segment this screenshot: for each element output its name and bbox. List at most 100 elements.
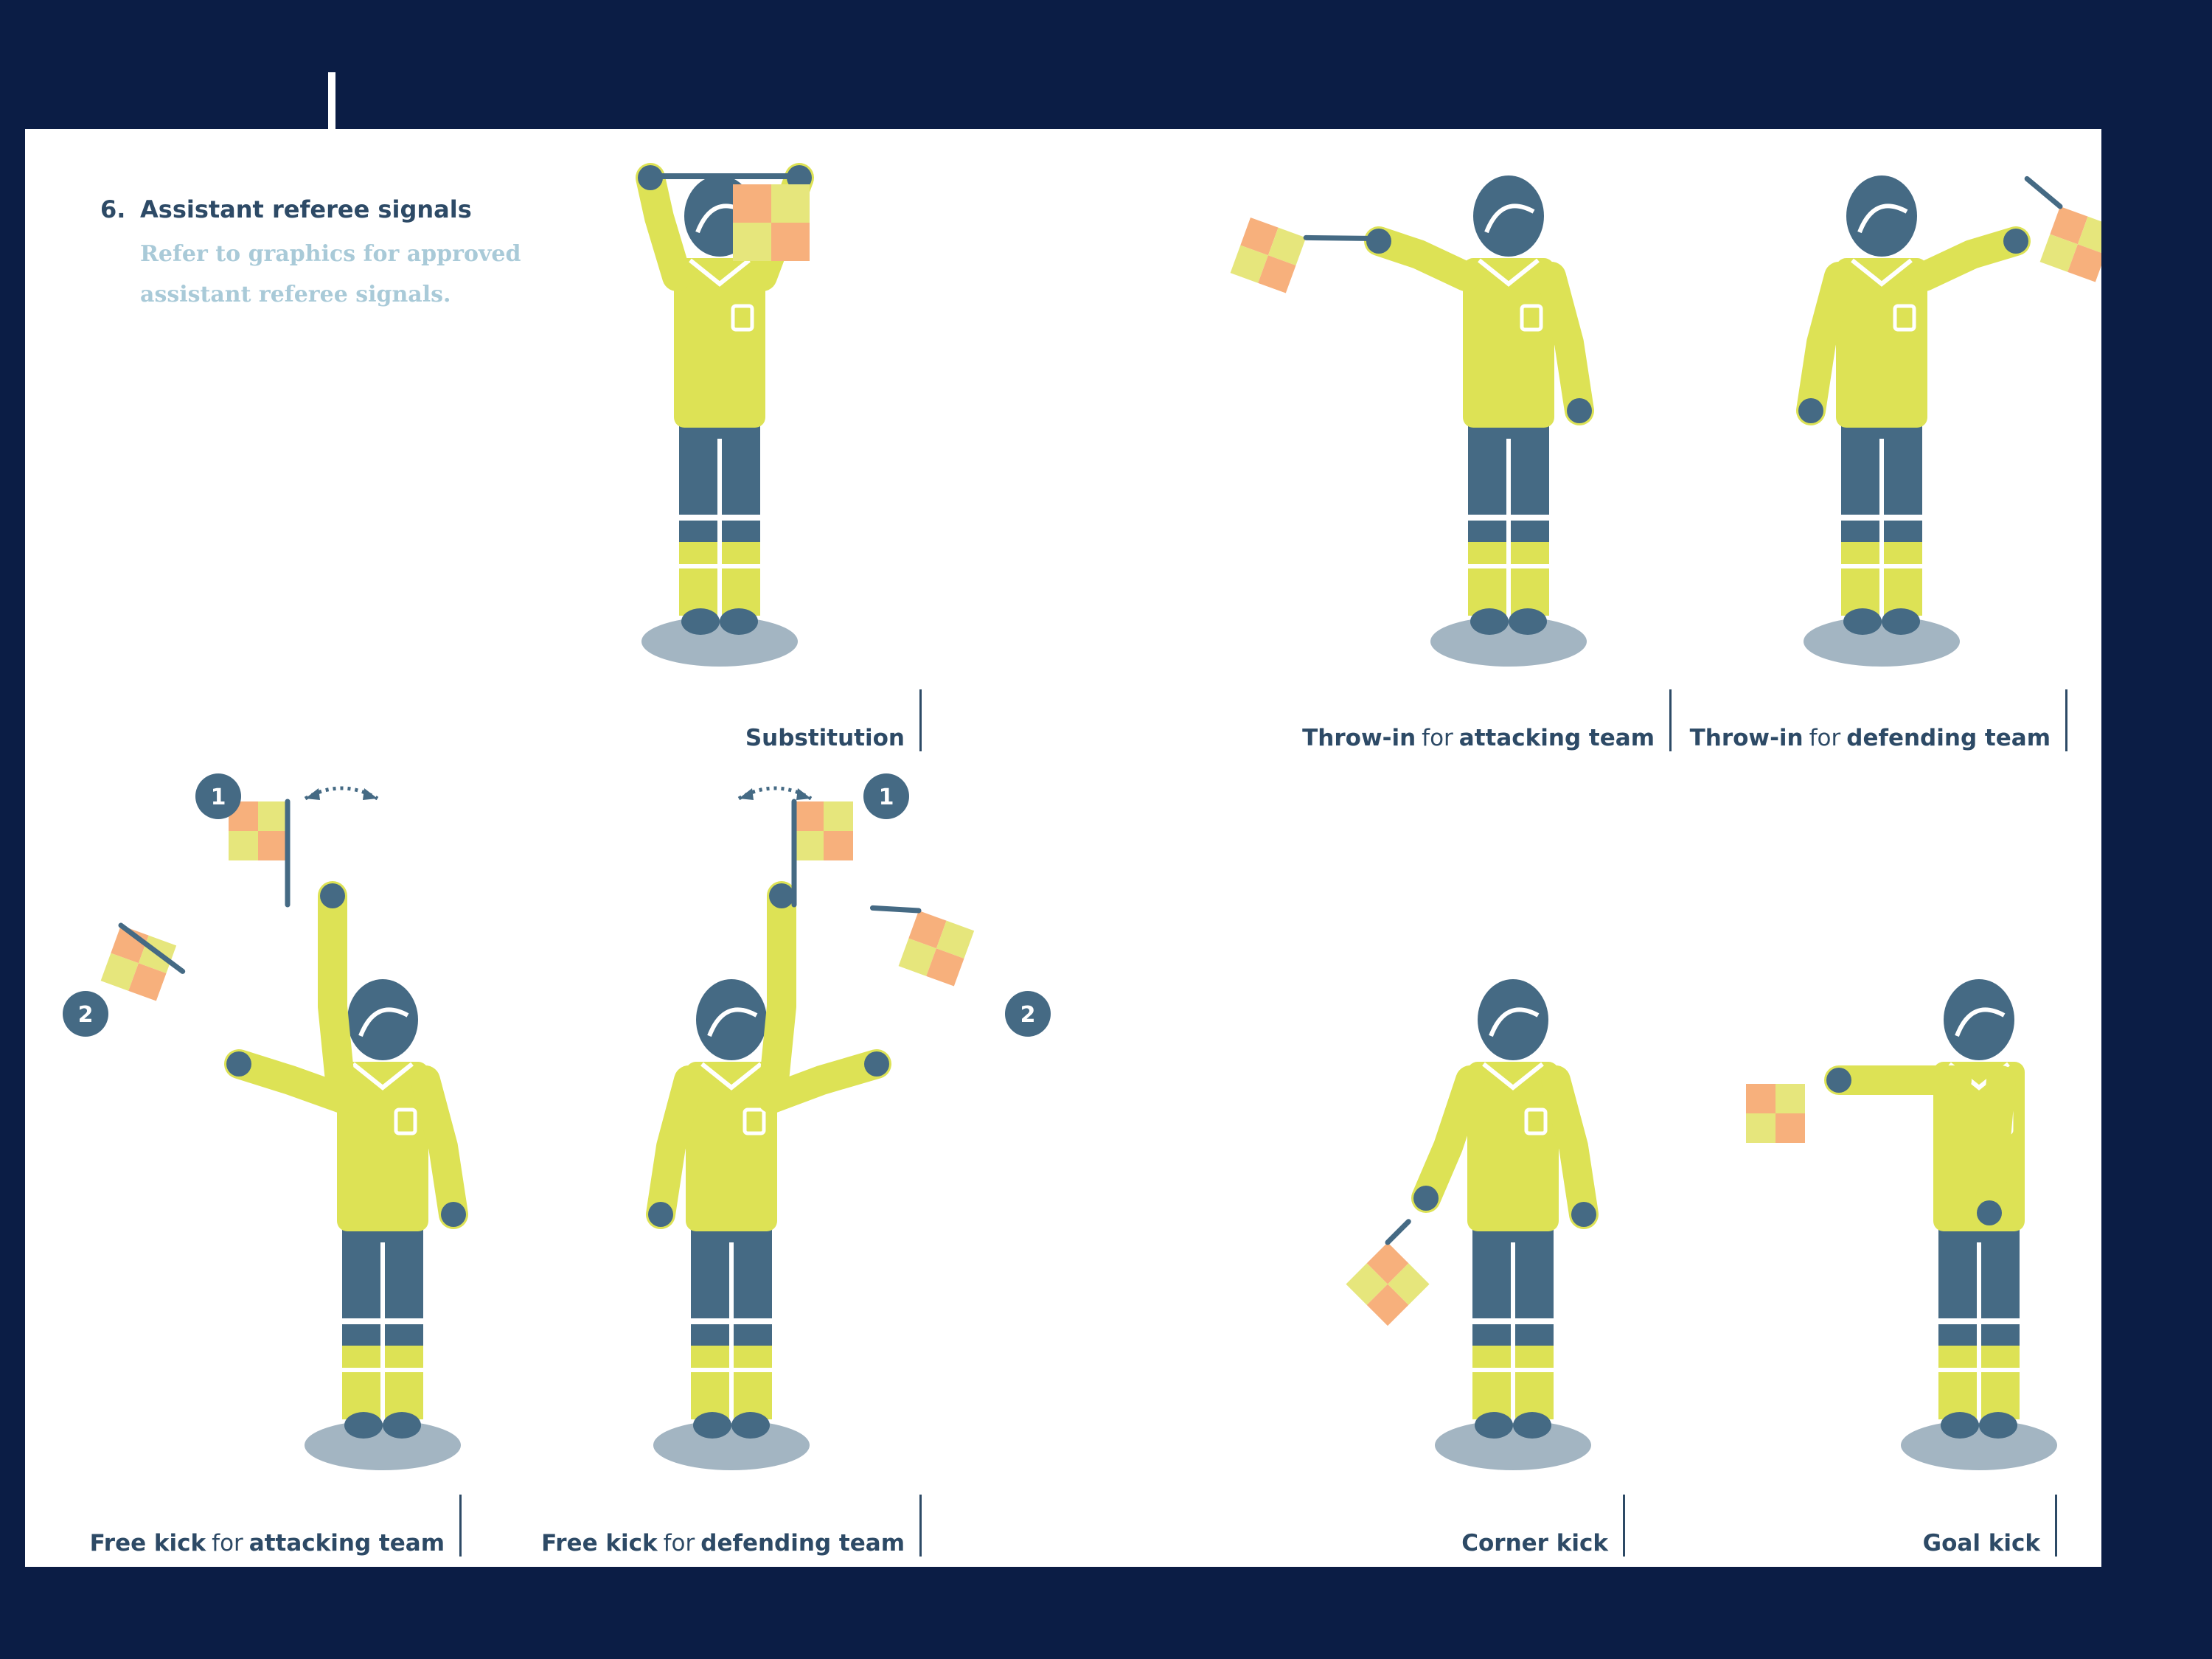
shirt-pocket: [1520, 304, 1543, 332]
right-shoe: [1979, 1412, 2017, 1439]
free-kick-defending-flag-1: [791, 799, 853, 908]
hanging-arm-hand: [1977, 1200, 2002, 1225]
free-kick-attacking-flag-2: [100, 922, 186, 1001]
label-free-kick-attacking-team: attacking team: [248, 1530, 445, 1557]
free-kick-defending-marker-1-number: 1: [879, 785, 894, 810]
figure-free-kick-defending: 12: [646, 773, 1051, 1470]
knee-line: [1938, 1318, 2020, 1324]
throw-in-attacking-flag-cloth: [1230, 218, 1307, 293]
label-throw-in-attacking-action: Throw-in: [1302, 725, 1416, 751]
free-kick-attacking-marker-1-number: 1: [211, 785, 226, 810]
head: [1944, 979, 2014, 1060]
left-arm-hand: [1413, 1186, 1439, 1211]
floor-shadow: [653, 1420, 810, 1470]
goal-kick-flag: [1746, 1070, 1842, 1143]
collar: [1482, 1062, 1544, 1091]
left-arm-raised: [318, 881, 355, 1095]
hair-line: [1955, 1007, 2006, 1037]
left-shoe: [681, 608, 720, 635]
right-arm-raised: [759, 881, 796, 1095]
right-shoe: [383, 1412, 421, 1439]
floor-shadow: [305, 1420, 461, 1470]
knee-line: [1841, 515, 1922, 521]
free-kick-attacking-marker-1: [195, 773, 241, 819]
free-kick-attacking-flag-1: [229, 799, 291, 908]
left-arm: [1411, 1065, 1485, 1213]
figure-substitution: [636, 163, 814, 667]
free-kick-defending-marker-2: [1005, 991, 1051, 1037]
shirt-pocket: [1524, 1107, 1548, 1135]
label-throw-in-defending-connector: for: [1809, 725, 1841, 751]
label-substitution: Substitution: [745, 689, 922, 751]
section-description: Refer to graphics for approved assistant…: [140, 241, 521, 307]
label-free-kick-attacking: Free kick for attacking team: [90, 1495, 462, 1557]
right-shoe: [1513, 1412, 1551, 1439]
label-throw-in-attacking-team: attacking team: [1458, 725, 1655, 751]
throw-in-defending-flag: [2024, 175, 2101, 282]
label-throw-in-defending-action: Throw-in: [1689, 725, 1804, 751]
corner-kick-flag: [1346, 1219, 1430, 1326]
free-kick-defending-flag-2-cloth: [898, 911, 975, 987]
free-kick-defending-flag-2-pole: [869, 905, 922, 914]
free-kick-defending-flag-1-cloth: [794, 801, 853, 860]
head: [347, 979, 418, 1060]
throw-in-attacking-flag: [1230, 218, 1387, 293]
floor-shadow: [1435, 1420, 1591, 1470]
free-kick-defending-marker-2-number: 2: [1020, 1002, 1036, 1028]
right-arm: [411, 1065, 468, 1229]
left-shoe: [1475, 1412, 1513, 1439]
shirt-pocket: [742, 1107, 766, 1135]
left-arm-out: [224, 1049, 357, 1113]
free-kick-attacking-marker-2-number: 2: [78, 1002, 94, 1028]
head: [1478, 979, 1548, 1060]
free-kick-defending-wave-arrow-head-right: [796, 788, 811, 800]
throw-in-attacking-flag-pole: [1303, 234, 1387, 242]
figure-throw-in-defending: [1796, 175, 2101, 667]
knee-line: [342, 1318, 423, 1324]
floor-shadow: [1430, 616, 1587, 667]
throw-in-defending-flag-pole: [2024, 175, 2063, 209]
shirt-pocket: [394, 1107, 417, 1135]
right-arm-out: [757, 1049, 891, 1113]
text-cursor-bar: [328, 72, 335, 131]
figure-free-kick-attacking: 12: [63, 773, 468, 1470]
right-shoe: [720, 608, 758, 635]
corner-kick-flag-pole: [1385, 1219, 1411, 1245]
left-shoe: [693, 1412, 731, 1439]
left-arm-hand: [1798, 398, 1823, 423]
label-throw-in-defending-team: defending team: [1846, 725, 2051, 751]
shirt: [674, 258, 765, 428]
right-shoe: [731, 1412, 770, 1439]
right-arm-out-hand: [864, 1051, 889, 1077]
label-throw-in-attacking-connector: for: [1422, 725, 1453, 751]
hanging-arm: [1975, 1065, 2016, 1228]
knee-line: [691, 1318, 772, 1324]
collar: [1478, 258, 1540, 287]
label-free-kick-defending-action: Free kick: [541, 1530, 658, 1557]
figure-throw-in-attacking: [1230, 175, 1594, 667]
label-free-kick-attacking-action: Free kick: [89, 1530, 206, 1557]
knee-line: [679, 515, 760, 521]
head: [1846, 175, 1917, 257]
label-throw-in-attacking: Throw-in for attacking team: [1302, 689, 1672, 751]
collar: [700, 1062, 762, 1091]
section-intro: 6.Assistant referee signals Refer to gra…: [100, 195, 524, 315]
label-free-kick-defending: Free kick for defending team: [541, 1495, 922, 1557]
label-corner-kick-main: Corner kick: [1461, 1530, 1608, 1557]
head: [1473, 175, 1544, 257]
right-arm: [1541, 1065, 1599, 1229]
figure-corner-kick: [1346, 979, 1599, 1470]
right-shoe: [1882, 608, 1920, 635]
hair-line: [358, 1007, 409, 1037]
right-shoe: [1509, 608, 1547, 635]
right-arm-hand: [1571, 1202, 1596, 1227]
label-goal-kick-main: Goal kick: [1922, 1530, 2040, 1557]
label-free-kick-defending-connector: for: [663, 1530, 695, 1557]
free-kick-attacking-wave-arrow-head-left: [305, 788, 320, 800]
label-throw-in-defending: Throw-in for defending team: [1690, 689, 2067, 751]
throw-in-defending-flag-cloth: [2039, 206, 2101, 282]
knee-line: [1472, 1318, 1554, 1324]
right-arm-hand: [2003, 229, 2028, 254]
